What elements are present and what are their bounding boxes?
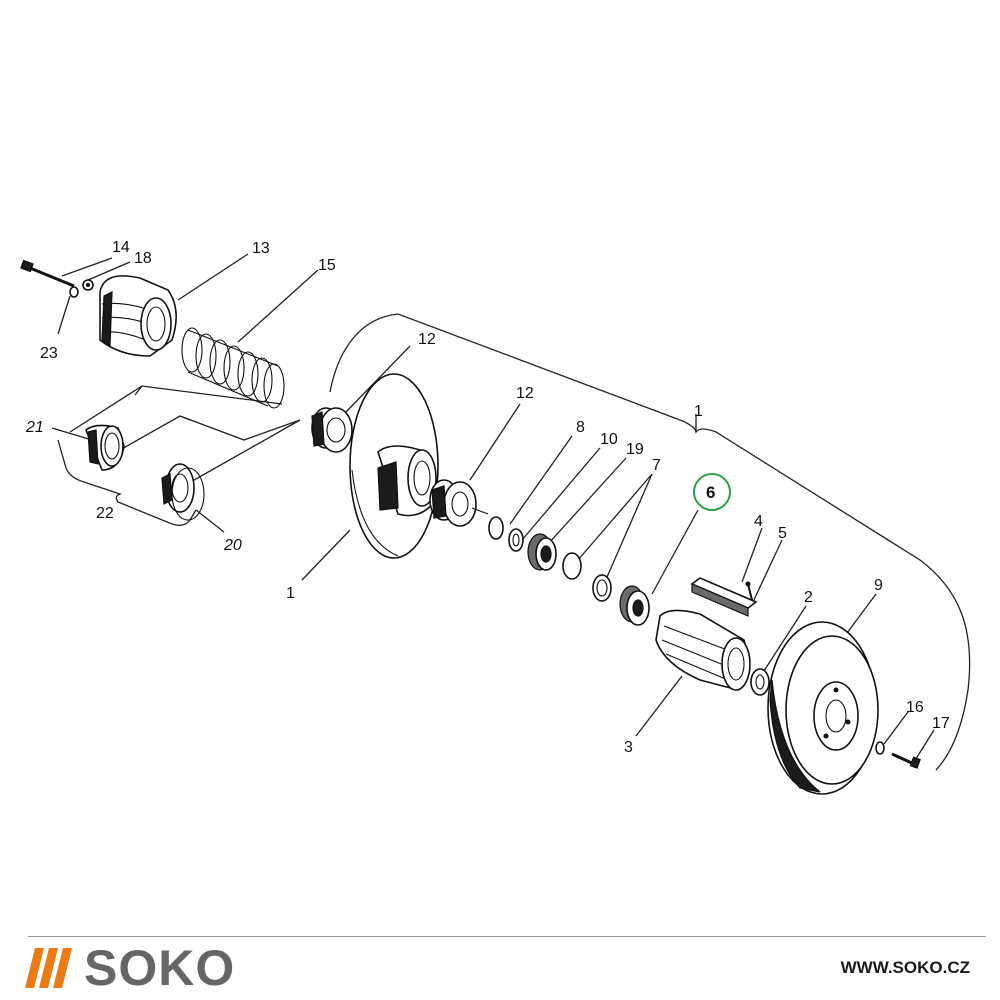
washer-10 <box>508 528 524 552</box>
label-16: 16 <box>906 699 924 716</box>
bolt-17 <box>891 752 921 769</box>
bearing-12-right <box>429 479 489 527</box>
label-8: 8 <box>576 419 585 436</box>
pulley-disc-1 <box>349 373 439 559</box>
label-20: 20 <box>223 537 242 554</box>
nut-18 <box>82 279 94 291</box>
label-15: 15 <box>318 257 336 274</box>
footer-divider <box>28 936 986 937</box>
label-3: 3 <box>624 739 633 756</box>
label-4: 4 <box>754 513 763 530</box>
circlip-7b <box>592 574 612 602</box>
label-19: 19 <box>626 441 644 458</box>
bearing-12-left <box>311 407 353 453</box>
hub-3 <box>655 609 751 691</box>
drum-13 <box>99 275 177 357</box>
website-url-link[interactable]: WWW.SOKO.CZ <box>840 958 970 977</box>
label-1-assembly: 1 <box>694 403 703 420</box>
label-12-right: 12 <box>516 385 534 402</box>
bushing-20 <box>161 463 205 521</box>
label-6: 6 <box>706 483 715 502</box>
label-7: 7 <box>652 457 661 474</box>
soko-logo[interactable]: SOKO <box>25 940 236 996</box>
bearing-6 <box>619 585 650 626</box>
ring-21 <box>85 424 125 471</box>
bearing-19 <box>527 533 557 571</box>
label-17: 17 <box>932 715 950 732</box>
label-13: 13 <box>252 240 270 257</box>
label-12-left: 12 <box>418 331 436 348</box>
washer-23 <box>69 286 79 298</box>
label-18: 18 <box>134 250 152 267</box>
group-bracket-22 <box>57 439 197 526</box>
washer-2 <box>750 668 770 696</box>
key-4 <box>690 577 758 617</box>
label-9: 9 <box>874 577 883 594</box>
assembly-bracket <box>329 313 971 771</box>
washer-16 <box>875 741 885 755</box>
label-2: 2 <box>804 589 813 606</box>
label-1-disc: 1 <box>286 585 295 602</box>
label-5: 5 <box>778 525 787 542</box>
label-22: 22 <box>96 505 114 522</box>
label-14: 14 <box>112 239 130 256</box>
snap-ring-8 <box>488 516 504 540</box>
logo-text: SOKO <box>84 940 236 996</box>
spring-15 <box>181 327 285 409</box>
highlight-ring <box>693 473 731 511</box>
label-10: 10 <box>600 431 618 448</box>
label-23: 23 <box>40 345 58 362</box>
label-21: 21 <box>25 419 44 436</box>
screw-5 <box>745 581 753 601</box>
circlip-7a <box>562 552 582 580</box>
disc-9 <box>767 621 879 795</box>
bolt-14 <box>20 259 75 288</box>
